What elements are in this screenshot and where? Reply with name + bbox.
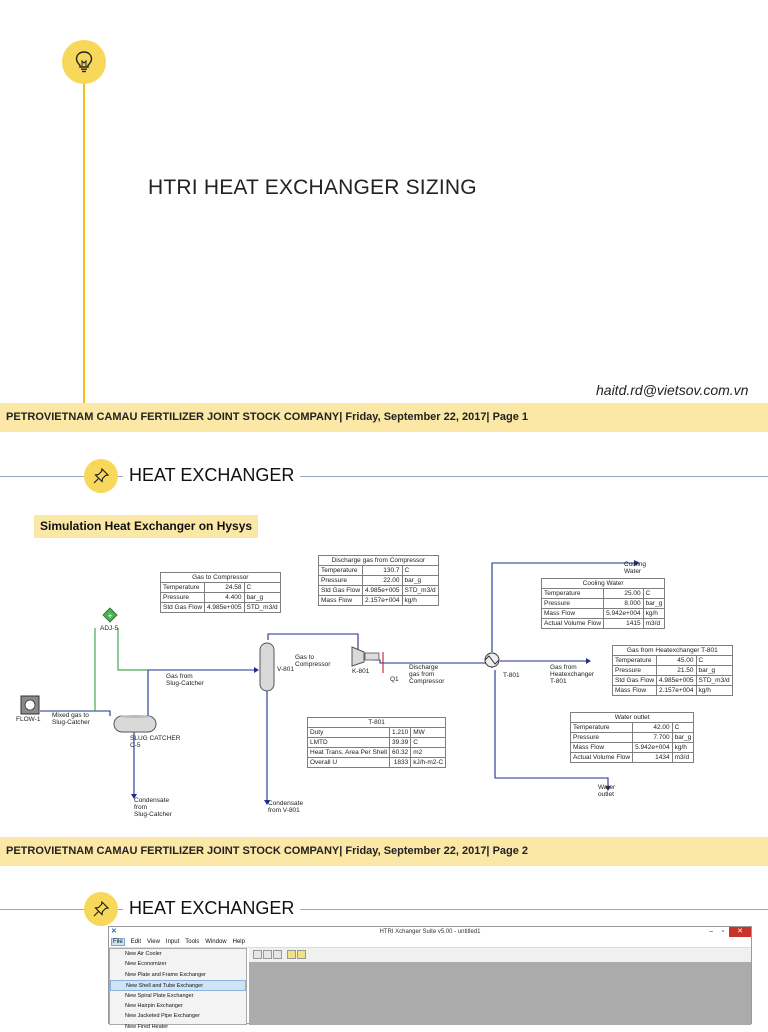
menu-help[interactable]: Help <box>232 939 245 945</box>
flowsheet-lines: + <box>20 560 640 805</box>
hysys-flowsheet: + Cooling Water ADJ-5 Gas from Slug-Catc… <box>0 548 768 820</box>
label-k801: K-801 <box>352 668 370 675</box>
label-condensate-slug: Condensate from Slug-Catcher <box>134 797 172 818</box>
subheading: Simulation Heat Exchanger on Hysys <box>34 515 259 538</box>
menu-edit[interactable]: Edit <box>130 939 142 945</box>
menu-item-new-spiral-plate[interactable]: New Spiral Plate Exchanger <box>125 992 194 999</box>
pushpin-icon <box>84 892 118 926</box>
author-email: haitd.rd@vietsov.com.vn <box>596 382 749 398</box>
table-discharge-gas: Discharge gas from Compressor Temperatur… <box>317 555 439 606</box>
table-gas-from-hx: Gas from Heatexchanger T-801 Temperature… <box>611 645 733 696</box>
window-title: HTRI Xchanger Suite v5.00 - untitled1 <box>379 929 481 935</box>
paste-icon[interactable] <box>273 950 282 959</box>
label-v801: V-801 <box>277 666 294 673</box>
slide2-footer: PETROVIETNAM CAMAU FERTILIZER JOINT STOC… <box>0 837 768 866</box>
menu-item-new-plate-frame[interactable]: New Plate and Frame Exchanger <box>125 971 207 978</box>
table-title: Gas to Compressor <box>160 572 281 582</box>
label-mixed-gas: Mixed gas to Slug-Catcher <box>52 712 90 726</box>
table-title: Discharge gas from Compressor <box>318 555 439 565</box>
menu-window[interactable]: Window <box>205 939 227 945</box>
label-gas-from-slug: Gas from Slug-Catcher <box>166 673 204 687</box>
label-adj5: ADJ-5 <box>100 625 119 632</box>
accent-vertical-line <box>83 80 85 406</box>
window-titlebar: ✕ HTRI Xchanger Suite v5.00 - untitled1 … <box>109 927 751 937</box>
table-title: Gas from Heatexchanger T-801 <box>612 645 733 655</box>
app-icon: ✕ <box>111 928 117 935</box>
slide1-footer: PETROVIETNAM CAMAU FERTILIZER JOINT STOC… <box>0 403 768 432</box>
label-q1: Q1 <box>390 676 399 683</box>
menu-view[interactable]: View <box>147 939 160 945</box>
close-icon[interactable]: ✕ <box>729 927 751 937</box>
menu-input[interactable]: Input <box>165 939 180 945</box>
slide-title: HTRI HEAT EXCHANGER SIZING <box>148 176 477 199</box>
table-title: T-801 <box>307 717 447 727</box>
workspace-area <box>249 962 751 1025</box>
help-icon[interactable] <box>287 950 296 959</box>
section-header: HEAT EXCHANGER <box>123 465 301 486</box>
copy-icon[interactable] <box>263 950 272 959</box>
section-divider <box>0 909 768 910</box>
label-water-outlet: Water outlet <box>598 784 616 798</box>
menu-item-new-hairpin[interactable]: New Hairpin Exchanger <box>125 1002 183 1009</box>
menu-item-new-fired-heater[interactable]: New Fired Heater <box>125 1023 169 1030</box>
section-divider <box>0 476 768 477</box>
toolbar <box>249 948 751 962</box>
label-discharge: Discharge gas from Compressor <box>409 664 445 685</box>
menu-item-new-shell-tube[interactable]: New Shell and Tube Exchanger <box>110 980 246 991</box>
context-help-icon[interactable] <box>297 950 306 959</box>
menu-file[interactable]: File <box>111 938 125 946</box>
label-flow1: FLOW-1 <box>16 716 41 723</box>
label-condensate-v801: Condensate from V-801 <box>268 800 304 814</box>
menu-bar: File Edit View Input Tools Window Help <box>109 937 751 948</box>
label-gas-from-hx: Gas from Heatexchanger T-801 <box>550 664 595 685</box>
minimize-icon[interactable]: – <box>709 928 713 935</box>
menu-item-new-economizer[interactable]: New Economizer <box>125 961 167 968</box>
file-menu-dropdown: New Air Cooler New Economizer New Plate … <box>109 948 247 1030</box>
svg-text:+: + <box>107 612 113 620</box>
menu-item-new-jacketed-pipe[interactable]: New Jacketed Pipe Exchanger <box>125 1013 200 1020</box>
label-t801: T-801 <box>503 672 520 679</box>
label-gas-to-compressor: Gas to Compressor <box>295 654 331 668</box>
table-title: Water outlet <box>570 712 695 722</box>
pushpin-icon <box>84 459 118 493</box>
maximize-icon[interactable]: ▫ <box>721 928 724 935</box>
cut-icon[interactable] <box>253 950 262 959</box>
lightbulb-icon <box>62 40 106 84</box>
table-title: Cooling Water <box>541 578 666 588</box>
menu-tools[interactable]: Tools <box>185 939 200 945</box>
htri-window: ✕ HTRI Xchanger Suite v5.00 - untitled1 … <box>108 926 752 1030</box>
menu-item-new-air-cooler[interactable]: New Air Cooler <box>125 951 162 957</box>
label-cooling-water: Cooling Water <box>624 561 647 575</box>
section-header: HEAT EXCHANGER <box>123 898 301 919</box>
label-slug-catcher: SLUG CATCHER C-5 <box>130 735 181 749</box>
